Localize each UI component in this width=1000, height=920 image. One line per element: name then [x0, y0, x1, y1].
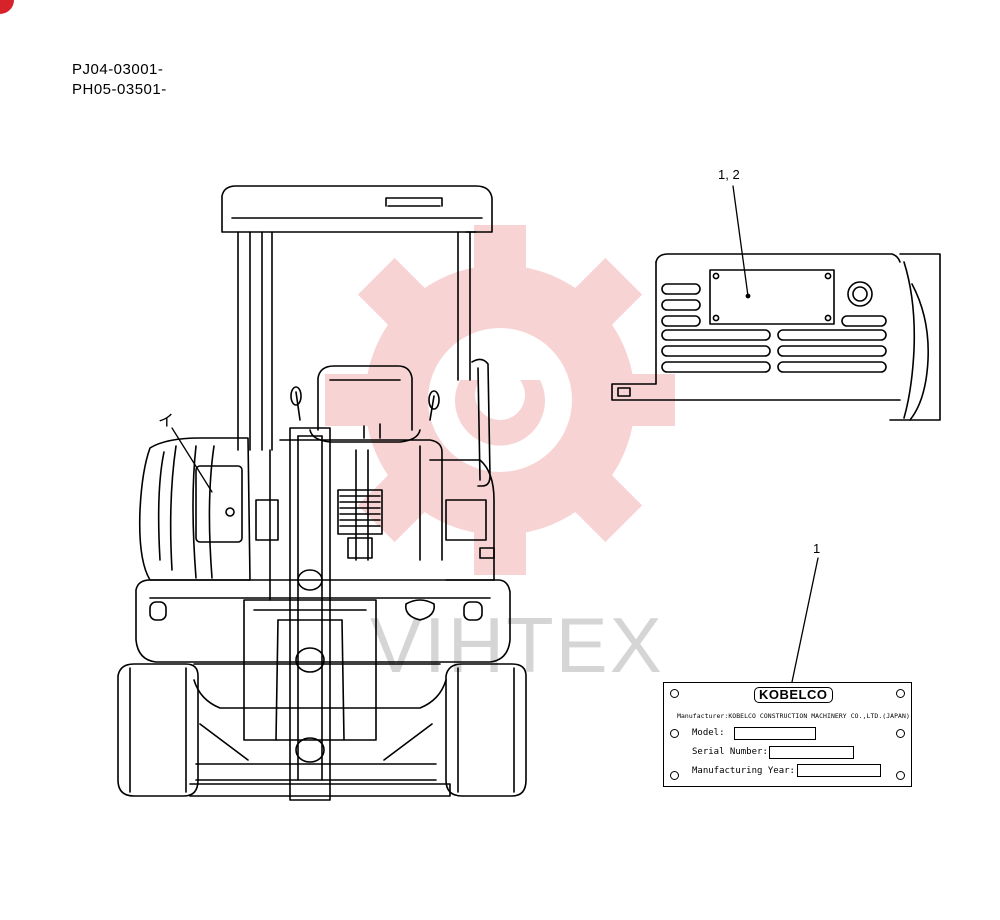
callout-label: 1, 2	[718, 167, 740, 182]
excavator-rear-view	[117, 185, 527, 801]
serial-number-label: Serial Number:	[692, 747, 768, 757]
screw-hole-icon	[896, 689, 905, 698]
nameplate: KOBELCO Manufacturer:KOBELCO CONSTRUCTIO…	[663, 682, 912, 787]
callout-label: 1	[813, 541, 821, 556]
serial-number-field	[769, 746, 854, 759]
manufacturing-year-field	[797, 764, 881, 777]
model-label: Model:	[692, 728, 725, 738]
screw-hole-icon	[670, 771, 679, 780]
serial-range-list: PJ04-03001- PH05-03501-	[72, 60, 167, 100]
manufacturing-year-label: Manufacturing Year:	[692, 766, 795, 776]
manufacturer-text: Manufacturer:KOBELCO CONSTRUCTION MACHIN…	[677, 712, 910, 720]
screw-hole-icon	[670, 689, 679, 698]
screw-hole-icon	[896, 729, 905, 738]
serial-range: PJ04-03001-	[72, 61, 164, 78]
serial-range: PH05-03501-	[72, 81, 167, 98]
location-label: イ	[158, 413, 175, 430]
model-field	[734, 727, 816, 740]
watermark-text: VIHTEX	[370, 601, 664, 689]
brand-logo: KOBELCO	[754, 687, 833, 703]
label-location-panel	[611, 253, 941, 421]
screw-hole-icon	[896, 771, 905, 780]
screw-hole-icon	[670, 729, 679, 738]
